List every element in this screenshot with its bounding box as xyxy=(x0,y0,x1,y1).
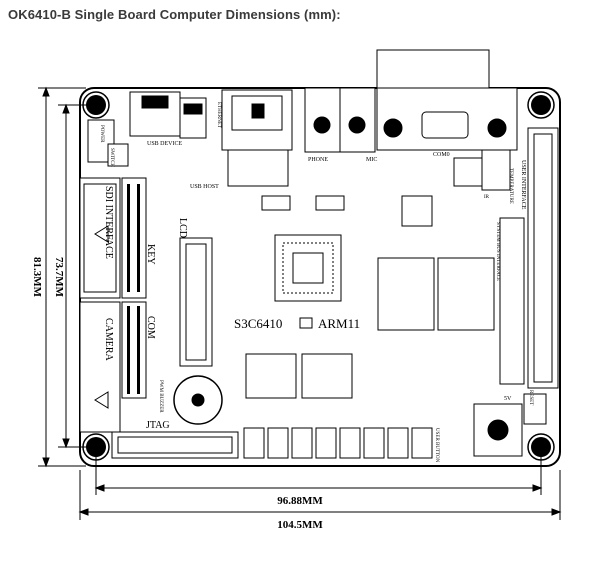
header-pins-left xyxy=(127,184,140,394)
misc-components xyxy=(227,149,511,227)
reset-button xyxy=(523,393,547,425)
reset-label: RESET xyxy=(528,390,533,405)
sd-interface-label: SDI INTERFACE xyxy=(103,186,114,259)
cpu-label: S3C6410 xyxy=(234,316,282,331)
usb-host-connector xyxy=(179,97,207,139)
usb-host-label: USB HOST xyxy=(190,184,219,190)
height-outer-label: 81.3MM xyxy=(31,257,43,298)
com-connector xyxy=(121,301,147,399)
usb-device-label: USB DEVICE xyxy=(147,141,183,147)
audio-jacks xyxy=(304,87,376,153)
ethernet-connector xyxy=(221,89,293,151)
jtag-label: JTAG xyxy=(146,420,170,431)
pwm-buzzer-label: PWM BUZZER xyxy=(158,380,163,413)
width-outer-label: 104.5MM xyxy=(277,519,323,531)
mic-label: MIC xyxy=(366,157,377,163)
sd-interface-connector xyxy=(79,177,121,299)
user-interface-connector xyxy=(527,127,559,389)
cpu-chip xyxy=(274,234,342,302)
lcd-label: LCD xyxy=(177,218,188,238)
user-button-label: USER BUTTON xyxy=(434,428,439,463)
core-label: ARM11 xyxy=(318,316,360,331)
com0-label: COM0 xyxy=(433,152,450,158)
phone-label: PHONE xyxy=(308,157,328,163)
camera-label: CAMERA xyxy=(103,318,114,362)
page-title: OK6410-B Single Board Computer Dimension… xyxy=(8,7,341,22)
power-jack xyxy=(473,403,523,457)
lcd-connector xyxy=(179,237,213,367)
power-label: POWER xyxy=(99,125,104,143)
height-inner-label: 73.7MM xyxy=(53,257,65,298)
user-interface-label: USER INTERFACE xyxy=(520,160,526,210)
dimension-height-outer xyxy=(38,86,86,468)
switch-label: SWITCH xyxy=(109,148,114,168)
user-buttons xyxy=(243,427,433,459)
dimension-width-outer xyxy=(78,470,562,520)
dimension-height-inner xyxy=(58,103,96,449)
width-inner-label: 96.88MM xyxy=(277,495,323,507)
power-switch xyxy=(87,119,129,167)
serial-db9-connector xyxy=(376,49,518,151)
ethernet-label: ETHERNET xyxy=(216,102,221,128)
dimension-width-inner xyxy=(94,455,543,495)
ir-label: IR xyxy=(484,195,490,200)
power-in-label: 5V xyxy=(504,396,512,402)
system-bus-connector xyxy=(499,217,525,385)
system-bus-label: SYSTEM BUS INTERFACE xyxy=(495,222,500,281)
jtag-connector xyxy=(111,431,239,459)
ddr-memory-chips xyxy=(245,257,495,399)
usb-device-connector xyxy=(129,91,181,137)
key-connector xyxy=(121,177,147,299)
camera-connector xyxy=(79,301,121,433)
com-label: COM xyxy=(145,316,156,339)
key-label: KEY xyxy=(145,244,156,265)
buzzer xyxy=(173,375,223,425)
